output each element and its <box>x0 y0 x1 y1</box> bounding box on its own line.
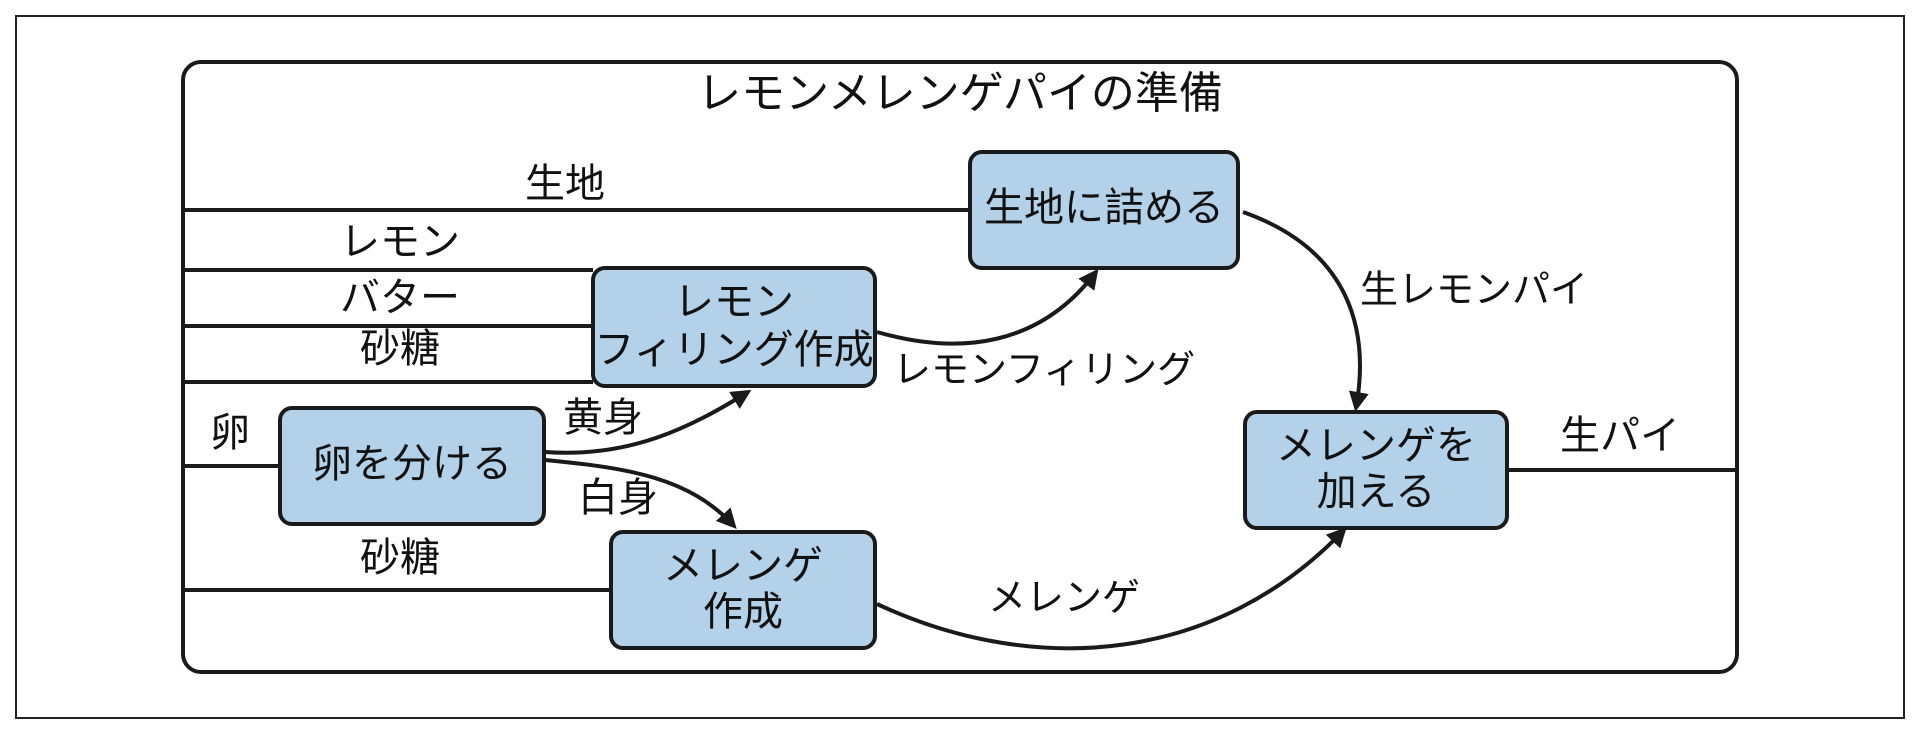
butter-input-label: バター <box>340 275 460 321</box>
lemon-filling-label: レモンフィリング <box>893 348 1195 392</box>
lemon-filling-process: レモン フィリング作成 <box>591 266 877 388</box>
sugar-top-input-label: 砂糖 <box>360 326 440 372</box>
egg-input-label: 卵 <box>210 410 250 456</box>
lemon-input-label: レモン <box>340 219 460 265</box>
fill-dough-process: 生地に詰める <box>968 150 1240 270</box>
diagram-title: レモンメレンゲパイの準備 <box>697 68 1223 119</box>
meringue-text-line2: 作成 <box>703 589 783 635</box>
add-meringue-text-line2: 加える <box>1317 469 1436 515</box>
meringue-process: メレンゲ 作成 <box>609 530 877 650</box>
lemon-filling-text-line1: レモン <box>674 279 794 325</box>
fill-dough-text: 生地に詰める <box>984 185 1224 231</box>
separate-eggs-process: 卵を分ける <box>278 406 546 526</box>
meringue-label: メレンゲ <box>988 576 1140 620</box>
add-meringue-process: メレンゲを 加える <box>1243 410 1509 530</box>
white-label: 白身 <box>578 475 658 521</box>
add-meringue-text-line1: メレンゲを <box>1276 423 1476 469</box>
sugar-bottom-input-label: 砂糖 <box>360 535 440 581</box>
meringue-arrow <box>876 527 1347 651</box>
raw-pie-label: 生パイ <box>1560 413 1680 459</box>
meringue-text-line1: メレンゲ <box>663 543 823 589</box>
yolk-label: 黄身 <box>563 395 643 441</box>
raw-lemon-pie-arrow <box>1242 210 1369 412</box>
raw-lemon-pie-label: 生レモンパイ <box>1360 268 1588 312</box>
lemon-filling-arrow <box>876 268 1099 346</box>
white-arrow <box>544 458 737 529</box>
lemon-filling-text-line2: フィリング作成 <box>594 327 873 373</box>
dough-input-label: 生地 <box>525 161 605 207</box>
yolk-arrow <box>544 389 752 455</box>
separate-eggs-text: 卵を分ける <box>312 441 512 487</box>
